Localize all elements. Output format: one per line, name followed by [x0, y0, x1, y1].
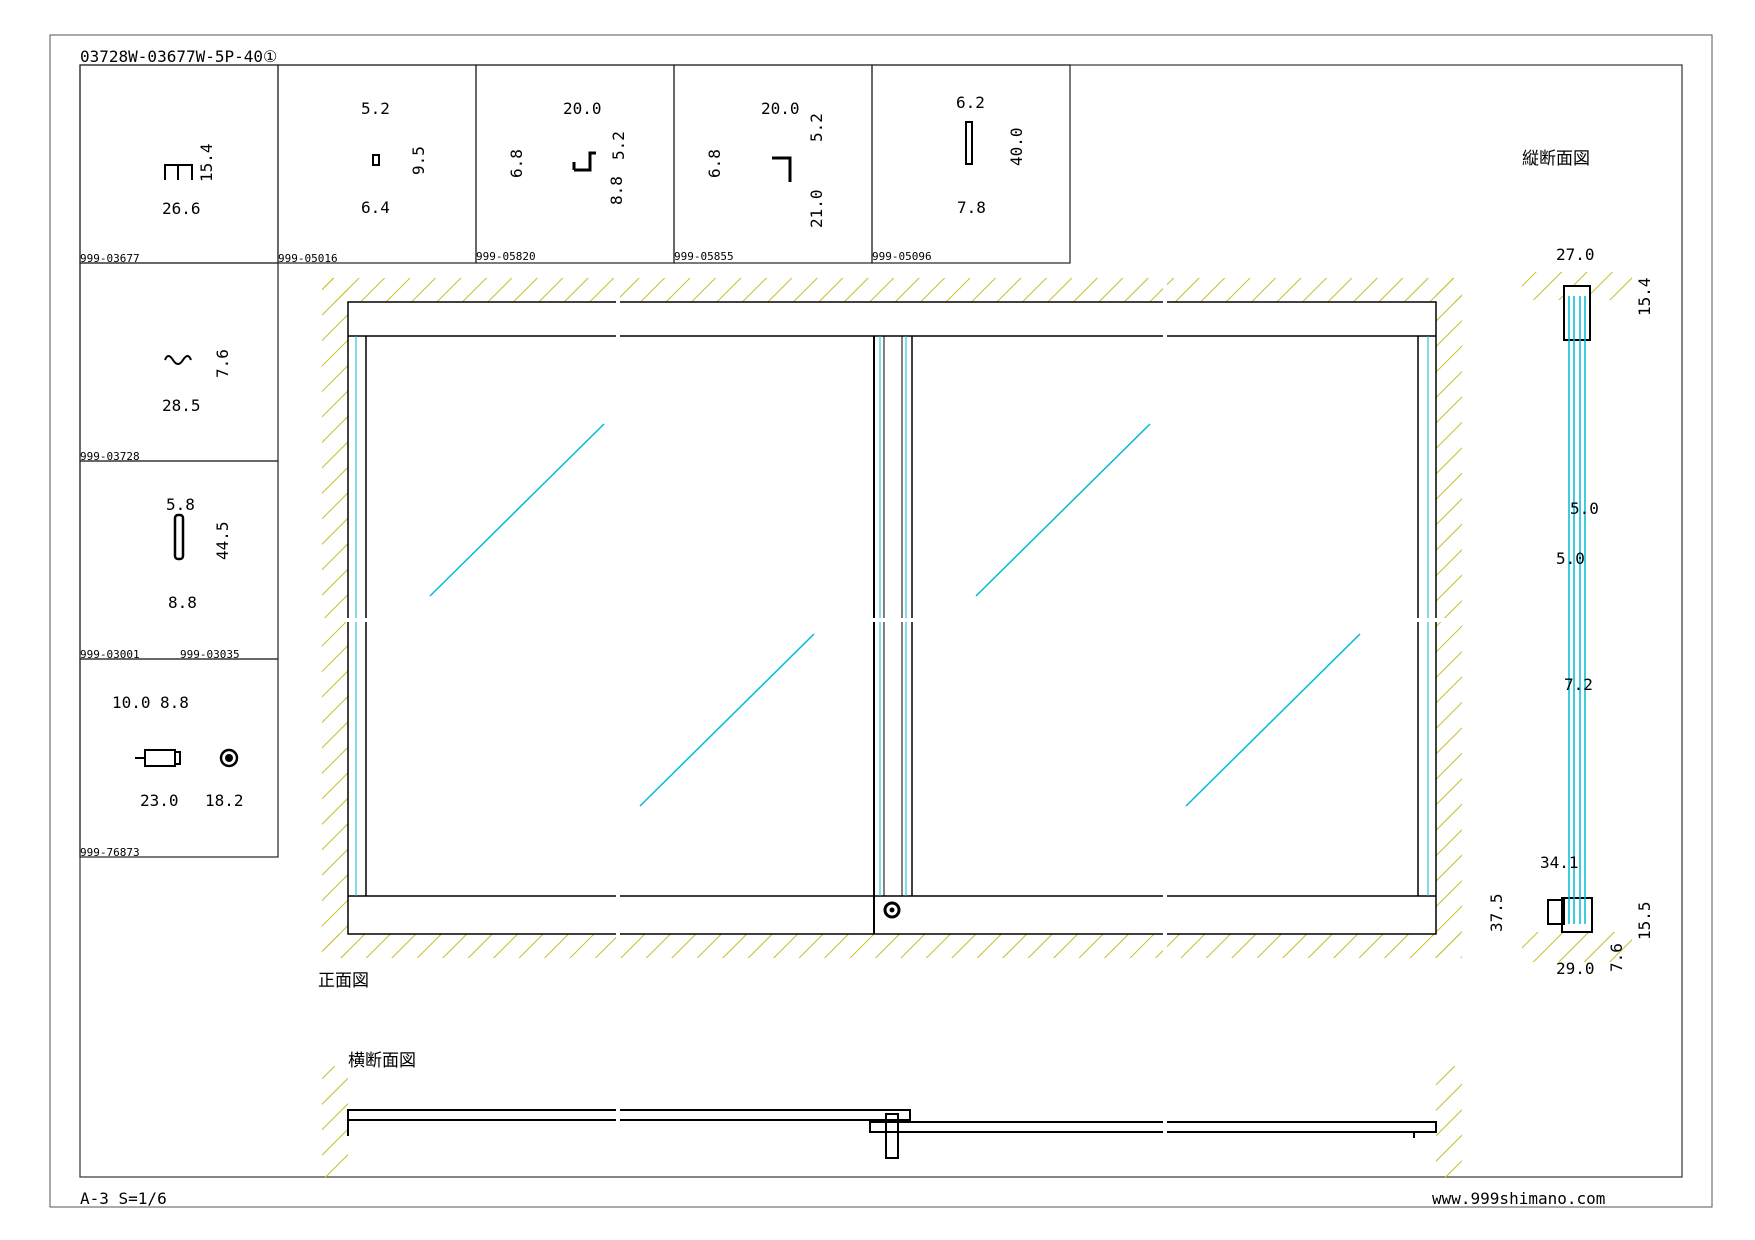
part-profile-03728 — [164, 355, 192, 365]
dim-76873-c: 23.0 — [140, 791, 179, 810]
drawing-code: 03728W-03677W-5P-40① — [80, 47, 277, 66]
part-profile-05096 — [965, 121, 973, 165]
part-id-05016: 999-05016 — [278, 252, 338, 265]
dim-bottom-width: 29.0 — [1556, 959, 1595, 978]
part-id-03001: 999-03001 — [80, 648, 140, 661]
dim-05096-top: 6.2 — [956, 93, 985, 112]
dim-glass-a: 5.0 — [1570, 499, 1599, 518]
dim-05855-left: 6.8 — [705, 149, 724, 178]
outer-border — [49, 34, 1713, 1208]
dim-rail-height: 37.5 — [1487, 893, 1506, 932]
dim-glass-b: 5.0 — [1556, 549, 1585, 568]
dim-top-height: 15.4 — [1635, 277, 1654, 316]
website-url: www.999shimano.com — [1432, 1189, 1605, 1208]
part-id-76873: 999-76873 — [80, 846, 140, 859]
part-id-03728: 999-03728 — [80, 450, 140, 463]
part-profile-05855 — [772, 156, 792, 182]
part-id-03035: 999-03035 — [180, 648, 240, 661]
dim-05096-height: 40.0 — [1007, 127, 1026, 166]
dim-05016-height: 9.5 — [409, 146, 428, 175]
horizontal-section-label: 横断面図 — [348, 1051, 416, 1071]
part-profile-03001 — [173, 513, 185, 561]
dim-05016-top: 5.2 — [361, 99, 390, 118]
dim-bottom-small: 7.6 — [1607, 943, 1626, 972]
dim-05820-bottom: 8.8 — [607, 176, 626, 205]
dim-05855-right: 5.2 — [807, 113, 826, 142]
dim-03001-bottom: 8.8 — [168, 593, 197, 612]
dim-05820-top: 20.0 — [563, 99, 602, 118]
vertical-section — [1522, 272, 1632, 962]
front-view — [320, 270, 1464, 966]
part-profile-05016 — [372, 154, 380, 166]
dim-03728-height: 7.6 — [213, 349, 232, 378]
dim-05820-left: 6.8 — [507, 149, 526, 178]
dim-76873-a: 10.0 — [112, 693, 151, 712]
dim-03677-height: 15.4 — [197, 143, 216, 182]
dim-rail-width: 34.1 — [1540, 853, 1579, 872]
dim-05855-bottom: 21.0 — [807, 189, 826, 228]
dim-05820-right: 5.2 — [609, 131, 628, 160]
vertical-section-label: 縦断面図 — [1522, 149, 1590, 169]
part-id-05855: 999-05855 — [674, 250, 734, 263]
front-view-label: 正面図 — [318, 971, 369, 991]
dim-76873-b: 8.8 — [160, 693, 189, 712]
part-profile-76873 — [135, 748, 239, 768]
parts-table — [79, 64, 1071, 858]
part-id-03677: 999-03677 — [80, 252, 140, 265]
dim-bottom-height: 15.5 — [1635, 901, 1654, 940]
dim-gap: 7.2 — [1564, 675, 1593, 694]
dim-03728-width: 28.5 — [162, 396, 201, 415]
dim-76873-d: 18.2 — [205, 791, 244, 810]
dim-05096-bottom: 7.8 — [957, 198, 986, 217]
dim-03001-height: 44.5 — [213, 521, 232, 560]
part-id-05820: 999-05820 — [476, 250, 536, 263]
dim-03677-width: 26.6 — [162, 199, 201, 218]
part-profile-05820 — [572, 151, 596, 172]
part-profile-03677 — [164, 164, 193, 180]
dim-05016-bottom: 6.4 — [361, 198, 390, 217]
dim-05855-top: 20.0 — [761, 99, 800, 118]
horizontal-section — [322, 1066, 1462, 1178]
part-id-05096: 999-05096 — [872, 250, 932, 263]
dim-03001-top: 5.8 — [166, 495, 195, 514]
paper-scale: A-3 S=1/6 — [80, 1189, 167, 1208]
dim-top-width: 27.0 — [1556, 245, 1595, 264]
